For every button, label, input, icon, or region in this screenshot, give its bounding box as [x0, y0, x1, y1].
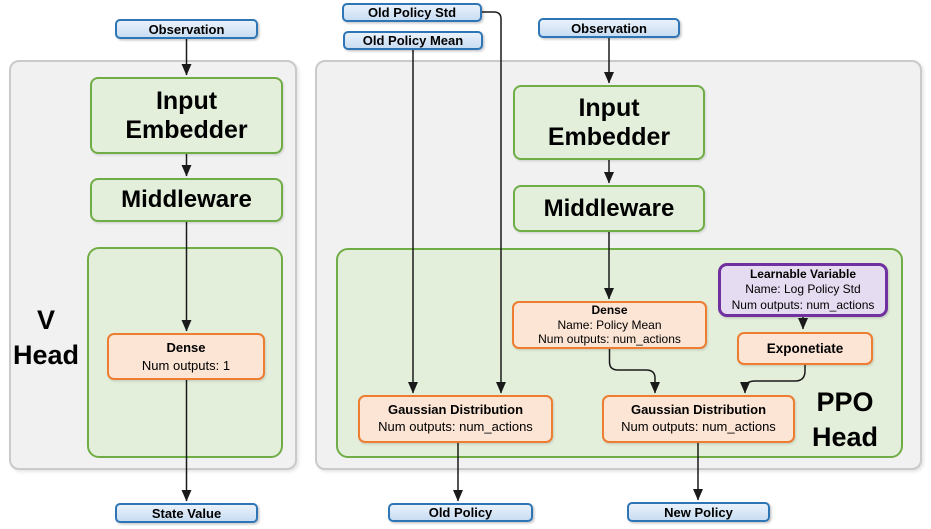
observation-right-node: Observation	[538, 18, 680, 38]
ppo-head-label: PPO Head	[811, 387, 879, 452]
v-head-label: V Head	[12, 305, 80, 370]
new-policy-node: New Policy	[627, 502, 770, 522]
learnable-variable-name: Name: Log Policy Std	[745, 282, 861, 297]
old-policy-label: Old Policy	[428, 505, 493, 520]
gaussian-distribution-new-node: Gaussian Distribution Num outputs: num_a…	[602, 395, 795, 443]
old-policy-mean-label: Old Policy Mean	[362, 33, 464, 48]
old-policy-mean-node: Old Policy Mean	[343, 31, 483, 50]
input-embedder-left-node: Input Embedder	[90, 77, 283, 154]
dense-left-node: Dense Num outputs: 1	[107, 333, 265, 380]
exponetiate-label: Exponetiate	[766, 341, 844, 356]
middleware-right-label: Middleware	[543, 194, 675, 222]
gaussian-new-title: Gaussian Distribution	[630, 402, 767, 418]
dense-policy-mean-node: Dense Name: Policy Mean Num outputs: num…	[512, 301, 707, 349]
dense-left-title: Dense	[166, 339, 206, 355]
middleware-left-node: Middleware	[90, 178, 283, 222]
dense-policy-mean-outputs: Num outputs: num_actions	[538, 332, 681, 347]
old-policy-node: Old Policy	[388, 503, 533, 522]
dense-left-outputs: Num outputs: 1	[141, 357, 231, 373]
old-policy-std-label: Old Policy Std	[367, 5, 457, 20]
input-embedder-right-node: Input Embedder	[513, 85, 705, 160]
input-embedder-right-label: Input Embedder	[547, 93, 671, 151]
old-policy-std-node: Old Policy Std	[342, 3, 482, 22]
observation-left-node: Observation	[115, 19, 258, 39]
middleware-left-label: Middleware	[121, 186, 252, 213]
state-value-label: State Value	[151, 505, 222, 521]
gaussian-distribution-old-node: Gaussian Distribution Num outputs: num_a…	[358, 395, 553, 443]
learnable-variable-node: Learnable Variable Name: Log Policy Std …	[718, 263, 888, 317]
new-policy-label: New Policy	[664, 504, 733, 520]
state-value-node: State Value	[115, 503, 258, 523]
input-embedder-left-label: Input Embedder	[125, 86, 248, 144]
dense-policy-mean-name: Name: Policy Mean	[557, 317, 662, 332]
gaussian-new-outputs: Num outputs: num_actions	[621, 419, 776, 434]
exponetiate-node: Exponetiate	[737, 332, 873, 365]
gaussian-old-title: Gaussian Distribution	[387, 402, 524, 418]
gaussian-old-outputs: Num outputs: num_actions	[378, 419, 533, 434]
dense-policy-mean-title: Dense	[591, 303, 628, 318]
observation-left-label: Observation	[148, 21, 225, 37]
observation-right-label: Observation	[571, 20, 647, 36]
middleware-right-node: Middleware	[513, 185, 705, 232]
learnable-variable-outputs: Num outputs: num_actions	[731, 297, 875, 312]
learnable-variable-title: Learnable Variable	[749, 266, 857, 281]
